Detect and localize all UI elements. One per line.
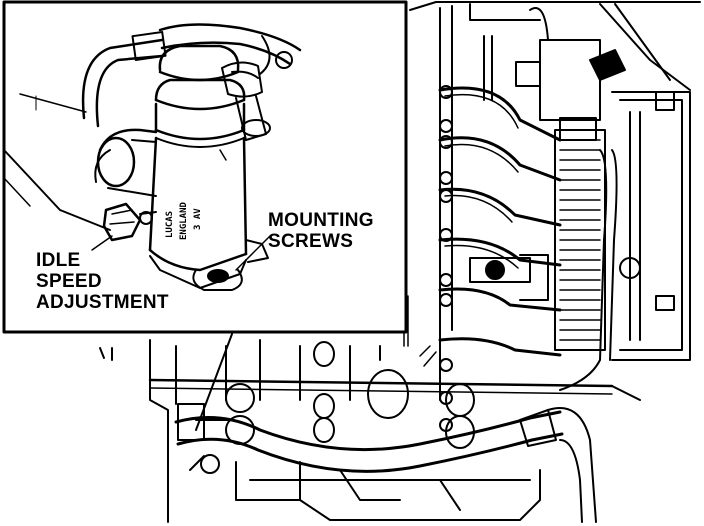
idle-speed-line-3: ADJUSTMENT bbox=[36, 292, 169, 313]
idle-speed-leader bbox=[91, 235, 113, 251]
inset-leader-line bbox=[195, 333, 233, 431]
mounting-screws-label: MOUNTING SCREWS bbox=[268, 210, 374, 252]
engine-block bbox=[99, 1, 701, 523]
stamp-line-3: 3 AV bbox=[193, 208, 203, 230]
idle-speed-line-2: SPEED bbox=[36, 271, 102, 292]
pump-stamp: LUCAS ENGLAND 3 AV bbox=[165, 201, 203, 240]
inset-detail-box: LUCAS ENGLAND 3 AV bbox=[2, 0, 408, 431]
idle-screw bbox=[102, 202, 157, 242]
mounting-screws-line-1: MOUNTING bbox=[268, 210, 374, 231]
stamp-line-1: LUCAS bbox=[165, 211, 175, 238]
idle-speed-line-1: IDLE bbox=[36, 250, 81, 271]
mounting-screws-leader bbox=[235, 235, 271, 271]
mounting-screws-line-2: SCREWS bbox=[268, 231, 354, 252]
stamp-line-2: ENGLAND bbox=[179, 201, 189, 240]
idle-speed-adjustment-label: IDLE SPEED ADJUSTMENT bbox=[36, 250, 169, 313]
